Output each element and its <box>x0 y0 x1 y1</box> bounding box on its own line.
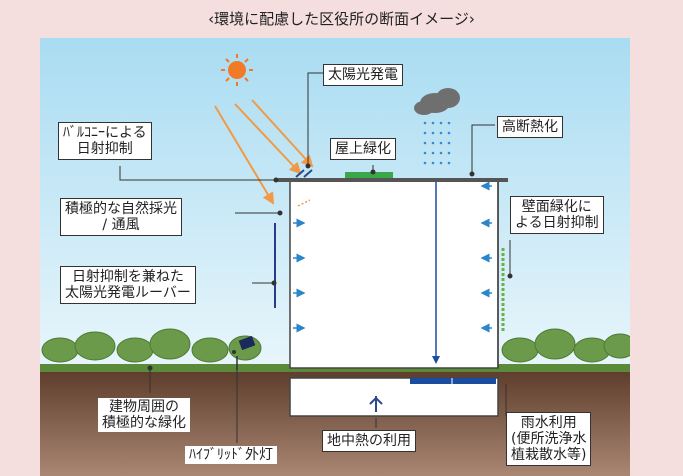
label-balcony-line2: 日射抑制 <box>76 141 133 157</box>
label-geothermal: 地中熱の利用 <box>322 430 416 452</box>
label-rainwater-line2: (便所洗浄水 <box>511 431 587 447</box>
label-high-insulation-text: 高断熱化 <box>502 119 558 135</box>
label-wall-green-line1: 壁面緑化に <box>521 199 592 215</box>
solar-panel-icon <box>295 169 313 178</box>
label-surround-green-line1: 建物周囲の <box>109 399 179 415</box>
label-hybrid-light-text: ﾊｲﾌﾞﾘｯﾄﾞ外灯 <box>189 447 273 463</box>
label-natural-light-line2: / 通風 <box>102 217 140 233</box>
building-body <box>289 179 499 369</box>
label-surround-green: 建物周囲の 積極的な緑化 <box>98 398 190 432</box>
illustration-panel: 太陽光発電 ﾊﾞﾙｺﾆｰによる 日射抑制 屋上緑化 高断熱化 積極的な自然採光 … <box>40 38 630 476</box>
label-solar-power-text: 太陽光発電 <box>328 67 398 83</box>
trees-right <box>501 328 630 363</box>
trees-left <box>41 328 262 363</box>
label-wall-green: 壁面緑化に よる日射抑制 <box>510 196 604 234</box>
cloud-icon <box>414 88 460 115</box>
label-wall-green-line2: よる日射抑制 <box>515 215 599 231</box>
label-rainwater: 雨水利用 (便所洗浄水 植栽散水等) <box>506 412 592 466</box>
leader-lines <box>119 72 513 443</box>
label-rooftop-green-text: 屋上緑化 <box>335 141 391 157</box>
roof-green <box>345 172 393 178</box>
basement <box>289 377 499 417</box>
label-balcony: ﾊﾞﾙｺﾆｰによる 日射抑制 <box>58 122 152 160</box>
label-louver-line2: 太陽光発電ルーバー <box>65 285 191 301</box>
geothermal-icon <box>369 396 383 412</box>
roof-slab <box>278 178 508 182</box>
airflow-arrows-left <box>293 218 306 333</box>
label-rainwater-line1: 雨水利用 <box>520 415 577 431</box>
rainwater-tank <box>410 378 496 384</box>
label-balcony-line1: ﾊﾞﾙｺﾆｰによる <box>63 125 147 141</box>
label-rooftop-green: 屋上緑化 <box>330 138 396 160</box>
label-louver: 日射抑制を兼ねた 太陽光発電ルーバー <box>60 266 196 304</box>
label-natural-light: 積極的な自然採光 / 通風 <box>60 198 182 236</box>
label-surround-green-line2: 積極的な緑化 <box>102 415 186 431</box>
lamp-icon <box>232 335 256 370</box>
label-solar-power: 太陽光発電 <box>323 64 403 86</box>
label-natural-light-line1: 積極的な自然採光 <box>65 201 177 217</box>
airflow-arrows-right <box>480 181 492 333</box>
label-geothermal-text: 地中熱の利用 <box>327 433 411 449</box>
label-rainwater-line3: 植栽散水等) <box>511 447 587 463</box>
rain-pipe-arrowhead <box>432 356 440 364</box>
label-louver-line1: 日射抑制を兼ねた <box>71 269 184 285</box>
label-hybrid-light: ﾊｲﾌﾞﾘｯﾄﾞ外灯 <box>185 446 277 464</box>
diagram-title: ‹環境に配慮した区役所の断面イメージ› <box>208 10 475 28</box>
label-high-insulation: 高断熱化 <box>497 116 563 138</box>
rain-icon <box>423 121 451 165</box>
sun-icon <box>221 54 253 86</box>
sunlight-arrows <box>214 99 314 205</box>
